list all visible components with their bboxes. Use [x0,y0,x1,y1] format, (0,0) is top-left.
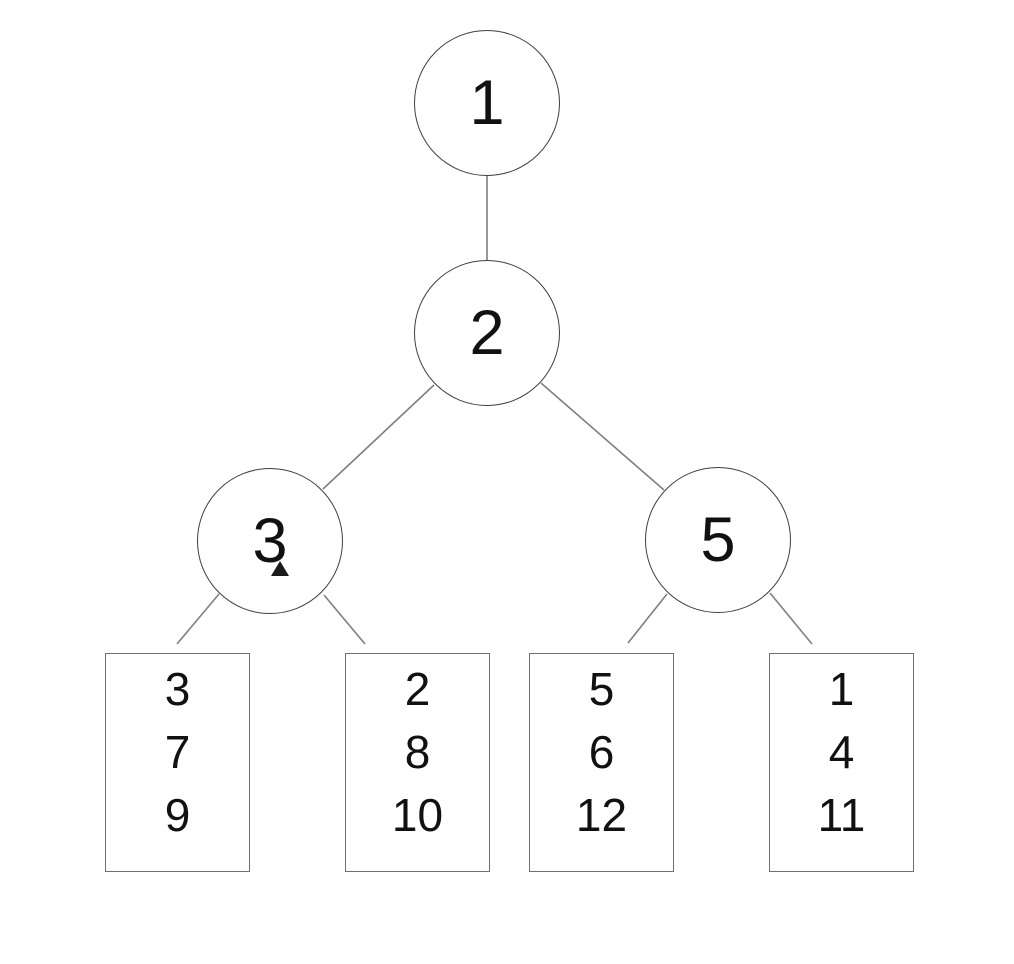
leaf-value: 9 [164,789,191,841]
edge-left-to-leaf0 [176,593,220,645]
edge-mid-to-right [540,382,665,491]
tree-node-mid-label: 2 [469,297,505,368]
cursor-artifact [271,561,289,576]
leaf-value: 8 [404,726,431,778]
leaf-value: 2 [404,663,431,715]
tree-node-root: 1 [414,30,560,176]
leaf-value: 10 [391,789,444,841]
tree-node-left: 3 [197,468,343,614]
edge-mid-to-left [322,384,435,490]
tree-node-root-label: 1 [469,67,505,138]
leaf-box-3: 5 6 12 [529,653,674,872]
tree-node-mid: 2 [414,260,560,406]
edge-right-to-leaf2 [627,593,668,644]
tree-node-right: 5 [645,467,791,613]
leaf-value: 12 [575,789,628,841]
leaf-value: 4 [828,726,855,778]
leaf-box-1: 3 7 9 [105,653,250,872]
leaf-value: 5 [588,663,615,715]
leaf-box-4: 1 4 11 [769,653,914,872]
leaf-value: 11 [817,789,866,841]
tree-node-right-label: 5 [700,504,736,575]
edge-left-to-leaf1 [323,594,366,645]
leaf-value: 1 [828,663,855,715]
edge-right-to-leaf3 [769,592,813,645]
leaf-box-2: 2 8 10 [345,653,490,872]
leaf-value: 3 [164,663,191,715]
leaf-value: 7 [164,726,191,778]
leaf-value: 6 [588,726,615,778]
